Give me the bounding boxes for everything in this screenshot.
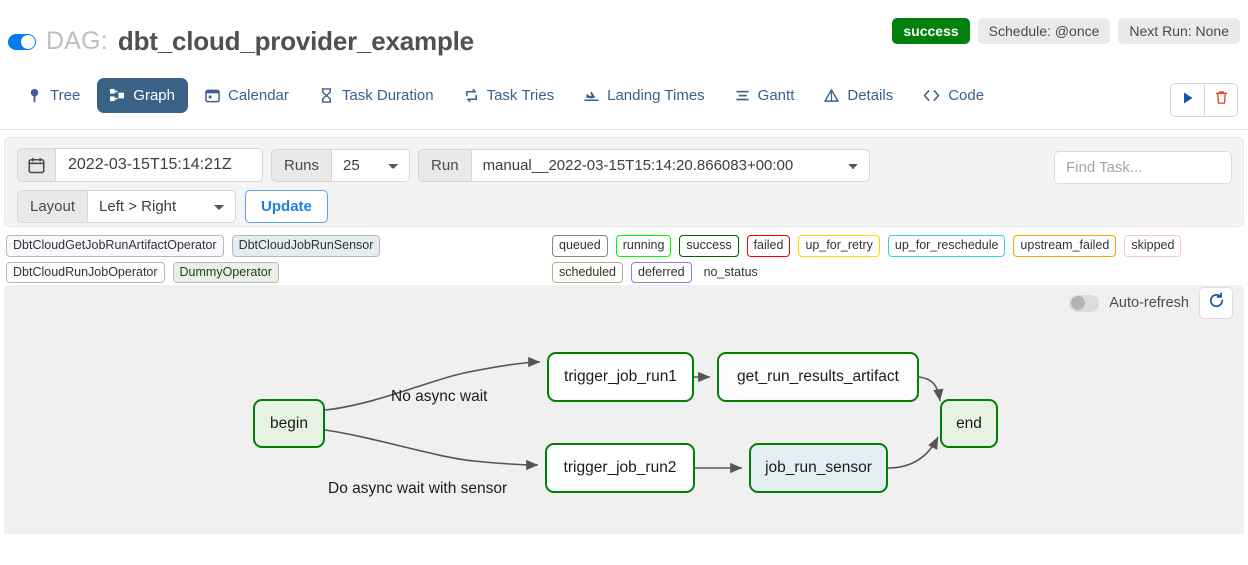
state-legend-item[interactable]: upstream_failed <box>1013 235 1117 257</box>
graph-node-trigger-job-run1[interactable]: trigger_job_run1 <box>547 352 694 402</box>
dag-graph-canvas[interactable]: Auto-refresh begin trig <box>4 285 1244 534</box>
operator-legend-item[interactable]: DummyOperator <box>172 261 279 284</box>
hourglass-icon <box>319 88 334 103</box>
schedule-badge[interactable]: Schedule: @once <box>977 18 1111 44</box>
state-legend-item[interactable]: scheduled <box>552 261 623 284</box>
dag-action-buttons <box>1170 83 1238 117</box>
retry-icon <box>464 88 479 103</box>
tab-label: Gantt <box>757 87 795 104</box>
update-button[interactable]: Update <box>245 190 328 223</box>
dag-pause-toggle[interactable] <box>8 33 36 50</box>
refresh-controls: Auto-refresh <box>1069 287 1233 319</box>
node-label: begin <box>270 414 308 432</box>
tab-label: Task Tries <box>486 87 555 104</box>
operator-legend-item[interactable]: DbtCloudRunJobOperator <box>6 261 165 284</box>
state-legend-item[interactable]: queued <box>552 235 608 257</box>
calendar-icon[interactable] <box>17 148 56 182</box>
tab-label: Tree <box>50 87 81 104</box>
tree-icon <box>27 88 42 103</box>
num-runs-select[interactable]: 25 <box>332 148 411 182</box>
tab-label: Code <box>948 87 985 104</box>
tab-landing-times[interactable]: Landing Times <box>571 78 718 113</box>
tab-label: Details <box>847 87 894 104</box>
run-group: Run manual__2022-03-15T15:14:20.866083+0… <box>418 148 870 182</box>
graph-icon <box>110 88 125 103</box>
dag-label: DAG: <box>46 27 108 55</box>
trigger-dag-button[interactable] <box>1171 84 1204 116</box>
runs-label: Runs <box>271 148 333 182</box>
tab-label: Calendar <box>228 87 289 104</box>
graph-node-begin[interactable]: begin <box>253 399 325 448</box>
node-label: trigger_job_run1 <box>564 368 677 385</box>
controls-row-2: Layout Left > Right Update <box>17 190 1231 223</box>
page-title: dbt_cloud_provider_example <box>117 26 474 56</box>
state-legend-item[interactable]: skipped <box>1124 235 1182 257</box>
run-label: Run <box>418 148 472 182</box>
tab-label: Landing Times <box>607 87 705 104</box>
gantt-icon <box>735 88 750 103</box>
operator-legend-item[interactable]: DbtCloudJobRunSensor <box>231 235 381 257</box>
controls-row-1: Runs 25 Run manual__2022-03-15T15:14:20.… <box>17 148 1231 182</box>
node-label: job_run_sensor <box>765 459 872 476</box>
base-date-input[interactable] <box>56 148 263 182</box>
tab-gantt[interactable]: Gantt <box>722 78 808 113</box>
tab-task-duration[interactable]: Task Duration <box>306 78 447 113</box>
find-task-input[interactable] <box>1054 151 1232 184</box>
auto-refresh-label: Auto-refresh <box>1109 295 1189 311</box>
operator-legend-item[interactable]: DbtCloudGetJobRunArtifactOperator <box>6 235 224 257</box>
header-badges: success Schedule: @once Next Run: None <box>892 18 1240 44</box>
layout-label: Layout <box>17 190 89 223</box>
status-badge: success <box>892 18 970 44</box>
layout-select[interactable]: Left > Right <box>88 190 237 223</box>
state-legend-item[interactable]: no_status <box>703 264 758 279</box>
trash-icon <box>1214 90 1229 110</box>
next-run-badge: Next Run: None <box>1118 18 1240 44</box>
base-date-group <box>17 148 263 182</box>
graph-node-get-run-results-artifact[interactable]: get_run_results_artifact <box>717 352 919 402</box>
state-legend-item[interactable]: deferred <box>631 261 692 284</box>
code-icon <box>923 88 940 103</box>
edge-label-do-async-wait: Do async wait with sensor <box>328 480 508 497</box>
landing-icon <box>584 88 599 103</box>
tab-tree[interactable]: Tree <box>14 78 93 113</box>
graph-node-trigger-job-run2[interactable]: trigger_job_run2 <box>545 443 695 493</box>
edge-label-no-async-wait: No async wait <box>391 388 488 405</box>
tab-calendar[interactable]: Calendar <box>192 78 302 113</box>
dag-run-select[interactable]: manual__2022-03-15T15:14:20.866083+00:00 <box>471 148 870 182</box>
node-label: end <box>956 414 982 432</box>
tab-label: Task Duration <box>341 87 434 104</box>
runs-group: Runs 25 <box>271 148 411 182</box>
tab-graph[interactable]: Graph <box>97 78 188 113</box>
dag-header: DAG: dbt_cloud_provider_example success … <box>0 0 1248 72</box>
tab-list: Tree Graph Calendar Task Duration <box>14 78 997 113</box>
refresh-icon <box>1208 292 1225 314</box>
graph-node-job-run-sensor[interactable]: job_run_sensor <box>749 443 888 493</box>
tab-details[interactable]: Details <box>811 78 906 113</box>
triangle-alert-icon <box>824 88 840 103</box>
graph-node-end[interactable]: end <box>940 399 998 448</box>
dag-title-row: DAG: dbt_cloud_provider_example <box>8 26 474 57</box>
state-legend: queued running success failed up_for_ret… <box>552 235 1248 284</box>
operator-legend: DbtCloudGetJobRunArtifactOperator DbtClo… <box>6 235 536 284</box>
graph-edges <box>324 356 944 474</box>
state-legend-item[interactable]: up_for_reschedule <box>887 235 1006 257</box>
tab-task-tries[interactable]: Task Tries <box>451 78 568 113</box>
state-legend-item[interactable]: up_for_retry <box>798 235 880 257</box>
state-legend-item[interactable]: failed <box>746 235 791 257</box>
legend-area: DbtCloudGetJobRunArtifactOperator DbtClo… <box>6 235 1244 284</box>
calendar-icon <box>205 88 220 103</box>
delete-dag-button[interactable] <box>1204 84 1237 116</box>
state-legend-item[interactable]: running <box>615 235 672 257</box>
tab-label: Graph <box>133 87 175 104</box>
tab-code[interactable]: Code <box>910 78 997 113</box>
node-label: trigger_job_run2 <box>563 459 677 476</box>
graph-controls-panel: Runs 25 Run manual__2022-03-15T15:14:20.… <box>4 137 1244 227</box>
tabbar: Tree Graph Calendar Task Duration <box>0 72 1248 130</box>
refresh-button[interactable] <box>1199 287 1233 319</box>
layout-group: Layout Left > Right <box>17 190 237 223</box>
auto-refresh-toggle[interactable] <box>1069 294 1100 312</box>
state-legend-item[interactable]: success <box>679 235 739 257</box>
play-icon <box>1181 91 1195 110</box>
node-label: get_run_results_artifact <box>737 368 899 385</box>
